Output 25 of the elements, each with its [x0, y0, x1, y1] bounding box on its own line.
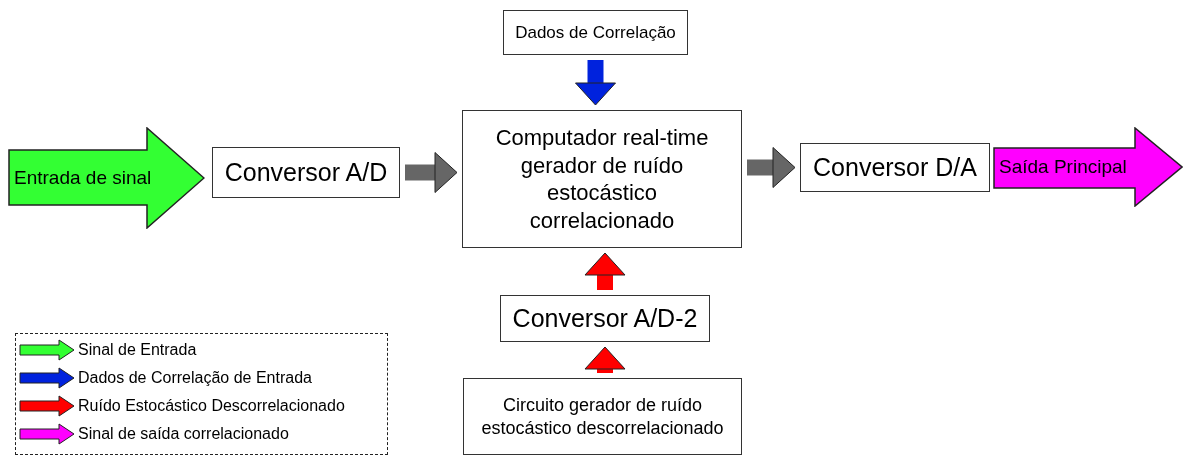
- process-box: [500, 295, 710, 342]
- node-label: Circuito gerador de ruído estocástico descorrelacionado: [480, 394, 725, 439]
- node-label: Computador real-time gerador de ruído estocástico correlacionado: [494, 124, 710, 234]
- arrow: [584, 346, 626, 373]
- node-label: Conversor A/D: [224, 156, 388, 188]
- process-box: [800, 143, 990, 192]
- node-label: Dados de Correlação: [515, 21, 676, 44]
- process-box: [212, 147, 400, 198]
- node-label: Conversor A/D-2: [512, 302, 698, 334]
- process-box: [462, 110, 742, 248]
- arrow: [747, 147, 796, 188]
- process-box: [503, 10, 688, 55]
- arrow: [405, 152, 458, 193]
- legend-label: Dados de Correlação de Entrada: [78, 369, 312, 387]
- block-arrow: [8, 127, 205, 229]
- legend-label: Ruído Estocástico Descorrelacionado: [78, 397, 345, 415]
- arrow: [584, 252, 626, 290]
- legend-label: Sinal de saída correlacionado: [78, 425, 289, 443]
- node-label: Conversor D/A: [813, 151, 977, 183]
- process-box: [463, 378, 742, 455]
- block-arrow: [993, 127, 1183, 207]
- node-label: Saída Principal: [999, 155, 1127, 179]
- legend-label: Sinal de Entrada: [78, 341, 197, 359]
- arrow: [575, 60, 616, 106]
- node-label: Entrada de sinal: [14, 166, 152, 190]
